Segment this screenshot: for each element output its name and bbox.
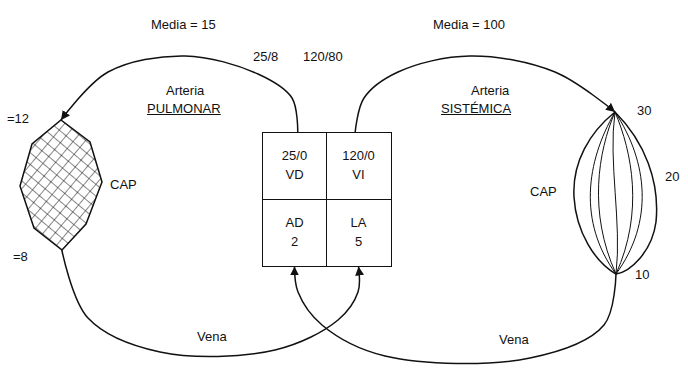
vessel-name: Vena	[196, 330, 228, 345]
pressure-value: 10	[634, 268, 650, 283]
vessel-name: Arteria	[165, 84, 205, 99]
cell-value: 5	[355, 235, 362, 250]
cell-heading: LA	[351, 216, 367, 231]
ventricle-cell: 25/0VD	[262, 132, 327, 200]
pressure-value: 30	[636, 104, 652, 119]
vessel-name: Vena	[498, 333, 530, 348]
capillary-vessel	[590, 112, 616, 274]
cell-heading: 25/0	[282, 149, 307, 164]
pulmonary-capillary-bed: CAP	[20, 120, 102, 250]
pressure-value: =8	[12, 250, 29, 265]
atrium-cell: LA 5	[326, 199, 392, 267]
systemic-capillary-bed: CAP	[570, 112, 662, 274]
pressure-value: 20	[664, 170, 680, 185]
capillary-border	[574, 112, 657, 274]
vessel-name: SISTÉMICA	[440, 102, 512, 117]
atrium-cell: AD 2	[262, 199, 327, 267]
pressure-value: =12	[6, 112, 30, 127]
blood-vessel	[355, 56, 615, 132]
mean-pressure: Media = 100	[432, 18, 506, 33]
blood-vessel	[295, 267, 617, 364]
capillary-border	[20, 120, 102, 250]
connector-group	[61, 56, 616, 364]
capillary-label: CAP	[530, 185, 557, 200]
blood-vessel	[61, 56, 298, 132]
capillary-outline	[570, 112, 662, 274]
capillary-vessel	[613, 112, 618, 274]
capillary-outline	[20, 120, 102, 250]
capillary-vessel	[615, 112, 642, 274]
cell-value: VI	[352, 168, 364, 183]
vessel-name: Arteria	[470, 84, 510, 99]
cell-heading: AD	[285, 216, 303, 231]
vessel-name: PULMONAR	[146, 102, 222, 117]
cell-heading: 120/0	[342, 149, 375, 164]
pressure-value: 25/8	[252, 50, 279, 65]
cell-value: 2	[291, 235, 298, 250]
mean-pressure: Media = 15	[150, 18, 217, 33]
cell-value: VD	[285, 168, 303, 183]
pressure-value: 120/80	[302, 50, 344, 65]
ventricle-cell: 120/0VI	[326, 132, 392, 200]
capillary-label: CAP	[110, 178, 137, 193]
